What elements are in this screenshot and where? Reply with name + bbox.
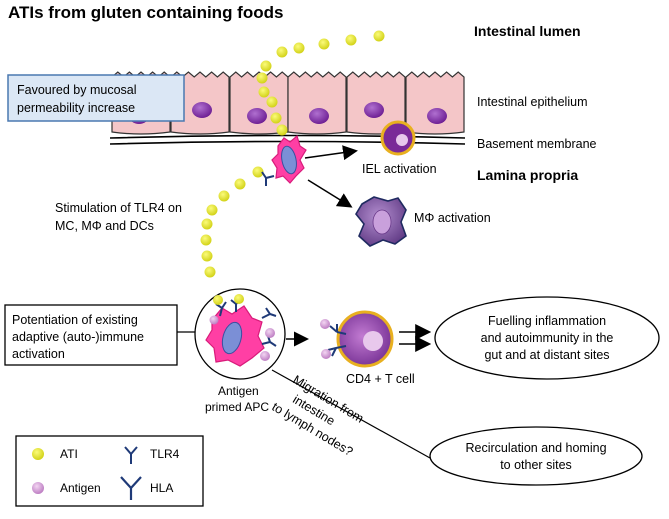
apc-label-line1: Antigen [218,384,259,398]
ati-dot [206,204,218,216]
epithelial-nucleus [427,108,447,124]
ati-dot [204,266,216,278]
ati-dot [218,190,230,202]
fuelling-line3: gut and at distant sites [484,348,609,362]
epithelial-nucleus [192,102,212,118]
epithelial-nucleus [309,108,329,124]
legend-ati-label: ATI [60,447,78,461]
mucosal-note-line2: permeability increase [17,101,135,115]
apc-lamina [261,134,307,186]
legend-antigen-dot [32,482,44,494]
ati-dot [201,250,213,262]
ati-dot [234,178,246,190]
epithelial-nucleus [247,108,267,124]
label-basement-membrane: Basement membrane [477,137,597,151]
ati-dots [200,30,385,278]
recirculation-outcome: Recirculation and homing to other sites [429,426,643,486]
potentiation-note: Potentiation of existing adaptive (auto-… [4,304,178,366]
fuelling-line2: and autoimmunity in the [481,331,614,345]
legend-tlr4-icon [124,446,138,464]
epithelial-nucleus [364,102,384,118]
ati-dot [270,112,282,124]
ati-dot [260,60,272,72]
tlr4-note-line1: Stimulation of TLR4 on [55,201,182,215]
mucosal-permeability-note: Favoured by mucosal permeability increas… [7,74,185,122]
label-intestinal-epithelium: Intestinal epithelium [477,95,587,109]
potentiation-line2: adaptive (auto-)immune [12,330,144,344]
arrow-to-iel [304,145,358,161]
fuelling-line1: Fuelling inflammation [488,314,606,328]
macrophage [355,196,407,247]
ati-dot [293,42,305,54]
ati-dot [200,234,212,246]
epithelial-cell [405,71,465,135]
ati-dot [276,46,288,58]
cd4-label: CD4 + T cell [346,372,415,386]
migration-connector [271,369,431,459]
legend-hla-icon [120,476,142,500]
epithelial-cell [287,71,347,135]
ati-dot [318,38,330,50]
recirc-line2: to other sites [500,458,572,472]
cd4-t-cell [320,310,394,368]
macrophage-activation-label: MΦ activation [414,211,491,225]
ati-dot [201,218,213,230]
legend: ATI Antigen TLR4 HLA [15,435,204,507]
legend-antigen-label: Antigen [60,481,101,495]
ati-dot [256,72,268,84]
antigen-primed-apc [194,288,286,380]
ati-dot [373,30,385,42]
ati-dot [345,34,357,46]
arrow-to-macrophage [307,179,353,208]
double-arrow [399,324,432,352]
ati-dot [258,86,270,98]
recirc-line1: Recirculation and homing [465,441,606,455]
legend-tlr4-label: TLR4 [150,447,180,461]
label-intestinal-lumen: Intestinal lumen [474,23,581,39]
iel-cell [380,120,416,156]
tlr4-note-line2: MC, MΦ and DCs [55,219,154,233]
fuelling-outcome: Fuelling inflammation and autoimmunity i… [434,296,660,380]
potentiation-line1: Potentiation of existing [12,313,138,327]
ati-dot [252,166,264,178]
potentiation-line3: activation [12,347,65,361]
label-lamina-propria: Lamina propria [477,167,578,183]
apc-label-line2: primed APC [205,400,269,414]
legend-ati-dot [32,448,44,460]
legend-hla-label: HLA [150,481,173,495]
diagram-title: ATIs from gluten containing foods [8,3,283,22]
iel-activation-label: IEL activation [362,162,437,176]
ati-dot [276,124,288,136]
ati-dot [266,96,278,108]
mucosal-note-line1: Favoured by mucosal [17,83,137,97]
